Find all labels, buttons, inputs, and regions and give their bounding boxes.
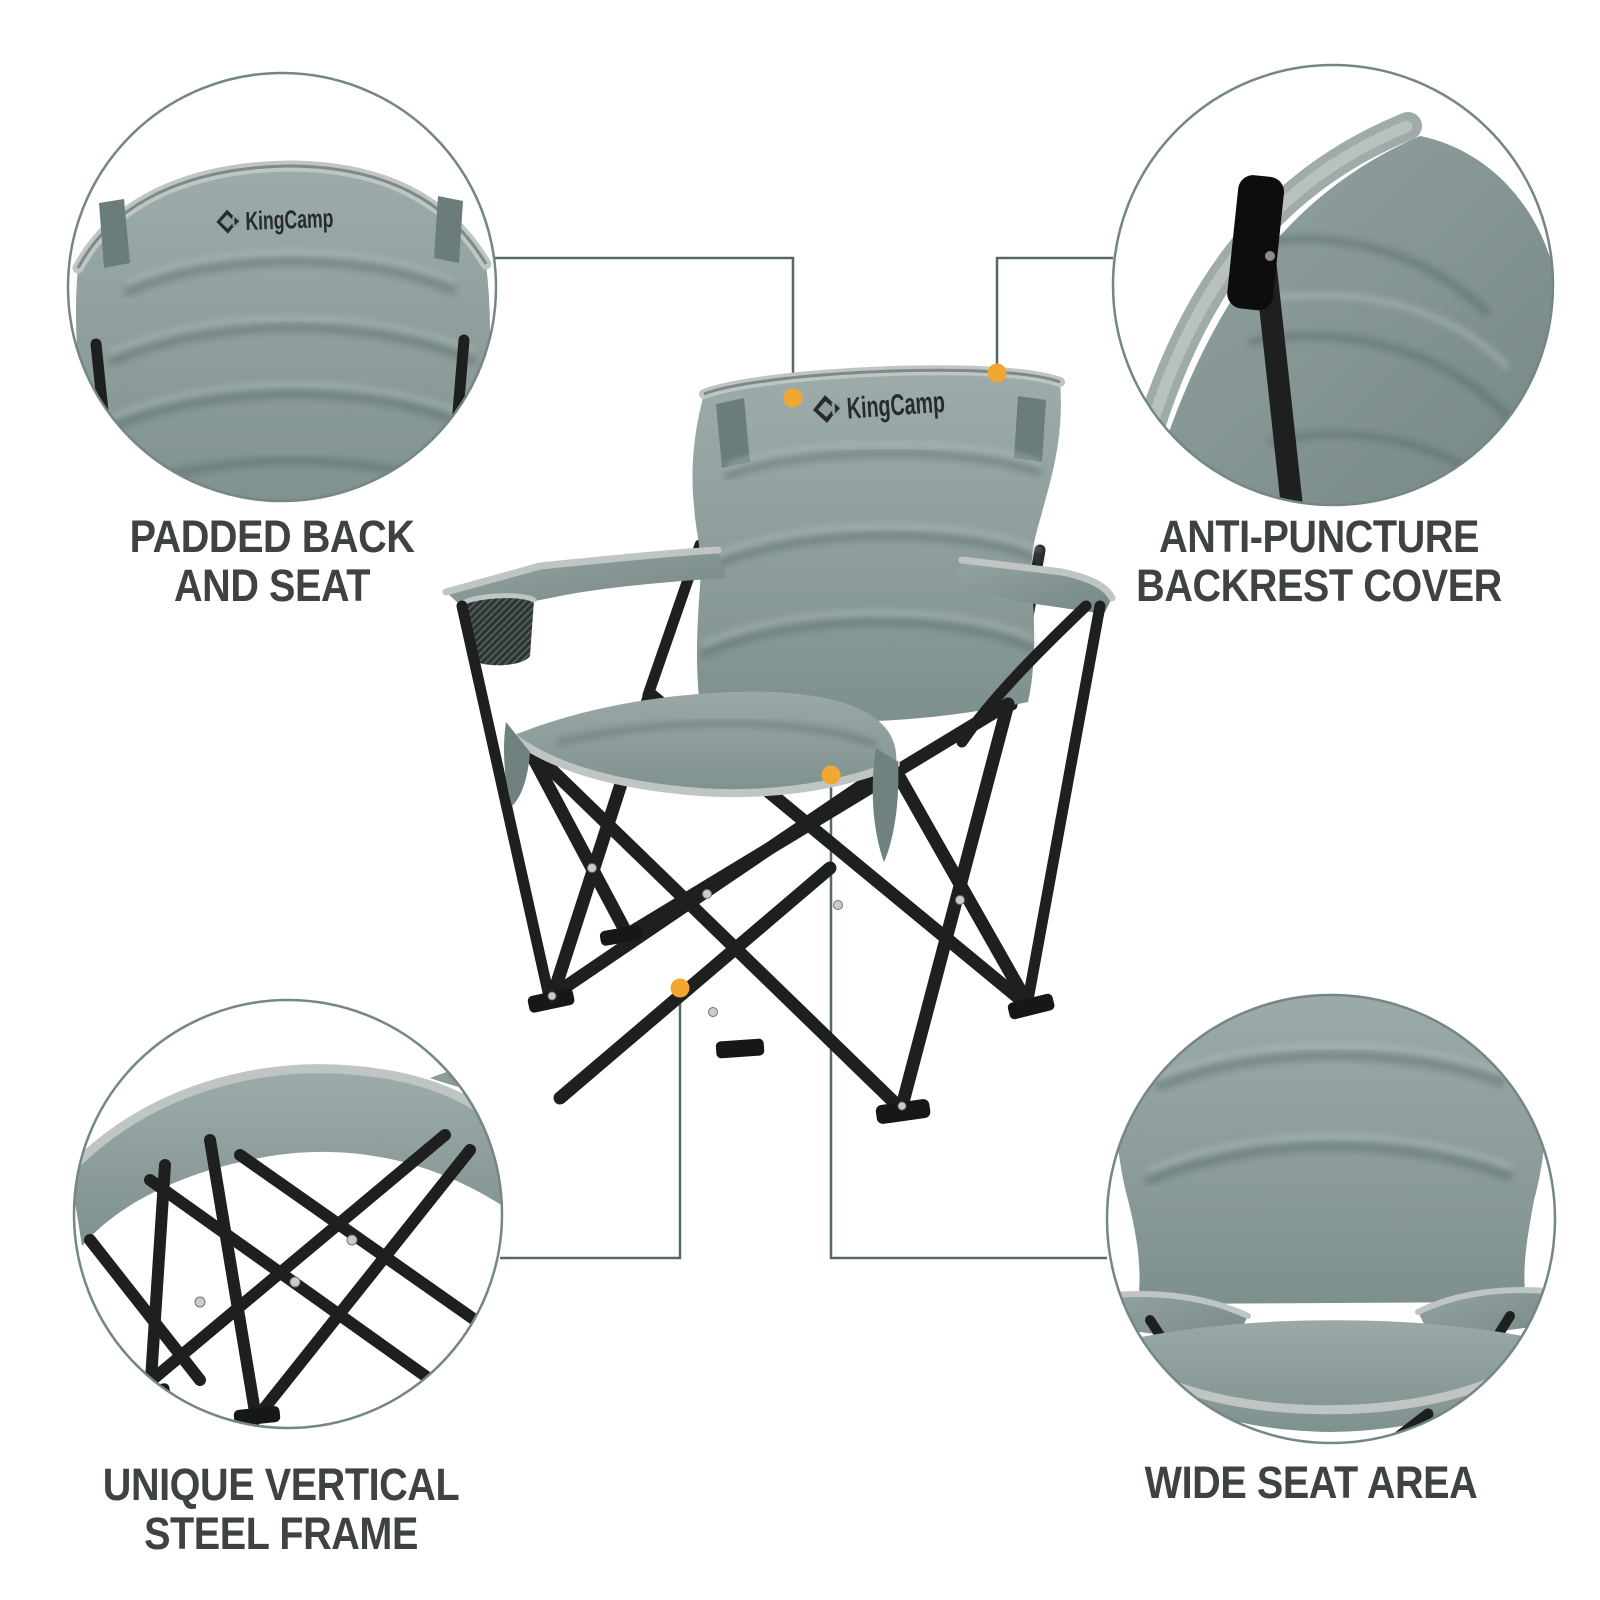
- feature-dot-anti-puncture: [987, 363, 1007, 383]
- feature-dot-steel-frame: [670, 978, 690, 998]
- feature-dots: [670, 363, 1007, 998]
- armrest-support-right: [1022, 600, 1106, 1006]
- velcro-patch-right: [1014, 396, 1046, 462]
- callout-ring: [1105, 993, 1557, 1445]
- cup-holder-mesh: [462, 595, 534, 666]
- callout-label-steel-frame: UNIQUE VERTICAL STEEL FRAME: [102, 1459, 460, 1559]
- callout-ring: [1111, 63, 1555, 507]
- chair-illustration: KingCamp: [442, 365, 1116, 1124]
- callout-label-padded-back: PADDED BACK AND SEAT: [130, 512, 415, 610]
- connector-anti-puncture: [995, 256, 1113, 366]
- seat-drape-left: [504, 722, 530, 806]
- callout-circle-steel-frame: [72, 998, 504, 1430]
- chair-leg: [520, 739, 634, 941]
- chair-leg: [618, 697, 1015, 943]
- callout-label-line: BACKREST COVER: [1136, 560, 1502, 611]
- kingcamp-logo-zoom: KingCamp: [216, 203, 334, 236]
- feature-dot-wide-seat: [821, 765, 841, 785]
- chair-backrest: KingCamp: [692, 365, 1065, 722]
- callout-label-line: AND SEAT: [174, 560, 370, 611]
- chair-rivets: [547, 863, 965, 1111]
- chair-feet: [527, 925, 1055, 1124]
- callout-circle-padded-back: KingCamp: [66, 71, 498, 503]
- pole-plastic-cap: [1227, 175, 1285, 311]
- connector-lines: [494, 256, 1113, 1260]
- kingcamp-logo-text-main: KingCamp: [846, 386, 946, 426]
- seat-zoom: [1128, 1320, 1532, 1432]
- callout-ring: [72, 998, 504, 1430]
- callout-label-line: WIDE SEAT AREA: [1144, 1457, 1478, 1508]
- frame-tubes-zoom: [84, 1129, 481, 1426]
- callout-circle-anti-puncture: [1111, 63, 1555, 507]
- armrest-support-left: [456, 600, 554, 998]
- feature-dot-padded-back: [783, 388, 803, 408]
- pole-screw: [1265, 251, 1275, 261]
- kingcamp-logo-main: KingCamp: [812, 386, 946, 426]
- kingcamp-logo-text-zoom: KingCamp: [245, 203, 334, 236]
- seat-drape-right: [872, 748, 899, 862]
- velcro-patch-right-zoom: [434, 196, 463, 263]
- velcro-patch-left-zoom: [99, 199, 130, 268]
- callout-ring: [66, 71, 498, 503]
- connector-padded-back: [494, 256, 795, 392]
- connector-wide-seat: [829, 784, 1107, 1260]
- callout-label-line: UNIQUE VERTICAL: [102, 1459, 460, 1510]
- velcro-patch-left: [716, 398, 750, 468]
- callout-label-wide-seat: WIDE SEAT AREA: [1145, 1458, 1478, 1507]
- chair-leg: [895, 697, 1015, 1113]
- chair-leg: [520, 739, 907, 1115]
- callout-circle-wide-seat: [1105, 993, 1557, 1445]
- callout-label-line: PADDED BACK: [129, 511, 415, 562]
- connector-steel-frame: [500, 994, 682, 1260]
- callout-label-line: STEEL FRAME: [144, 1508, 418, 1559]
- chair-leg: [553, 861, 837, 1105]
- callout-label-anti-puncture: ANTI-PUNCTURE BACKREST COVER: [1136, 512, 1502, 610]
- callout-label-line: ANTI-PUNCTURE: [1159, 511, 1479, 562]
